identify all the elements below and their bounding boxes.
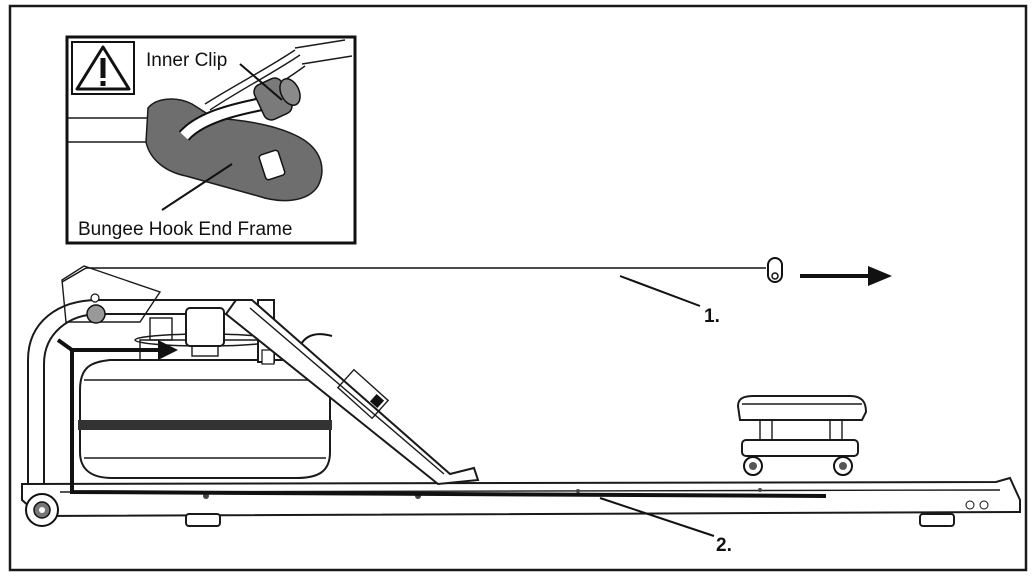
front-wheel [25,493,59,527]
end-frame-leader [161,163,233,211]
inner-clip-label: Inner Clip [146,50,227,71]
callout-1: 1. [619,275,720,327]
end-frame-label: Bungee Hook End Frame [78,219,292,240]
inner-clip-leader [239,63,283,101]
inset-frame-tube [68,117,160,143]
strut-knob [369,393,385,409]
callout-1-label: 1. [704,306,720,327]
tank-cap [185,307,225,347]
warning-triangle-icon [71,41,135,95]
bungee-cord-route [56,338,827,498]
diagram-border [8,4,1028,572]
seat [736,395,868,476]
inner-clip [253,77,301,121]
inset-detail: Inner Clip Bungee Hook End Frame [65,35,357,245]
rear-foot [919,513,955,527]
main-rail [21,476,1021,518]
inset-frame [65,35,357,245]
frame-top-plate [61,265,162,323]
tank-seam-band [78,420,332,430]
callout-2-label: 2. [716,535,732,556]
monitor-arm [299,333,333,347]
rowing-machine [21,257,1021,527]
water-tank [78,333,332,479]
callout-2: 2. [599,497,732,556]
front-foot [185,513,221,527]
diagonal-strut [224,299,480,486]
strap-hook [767,257,783,283]
